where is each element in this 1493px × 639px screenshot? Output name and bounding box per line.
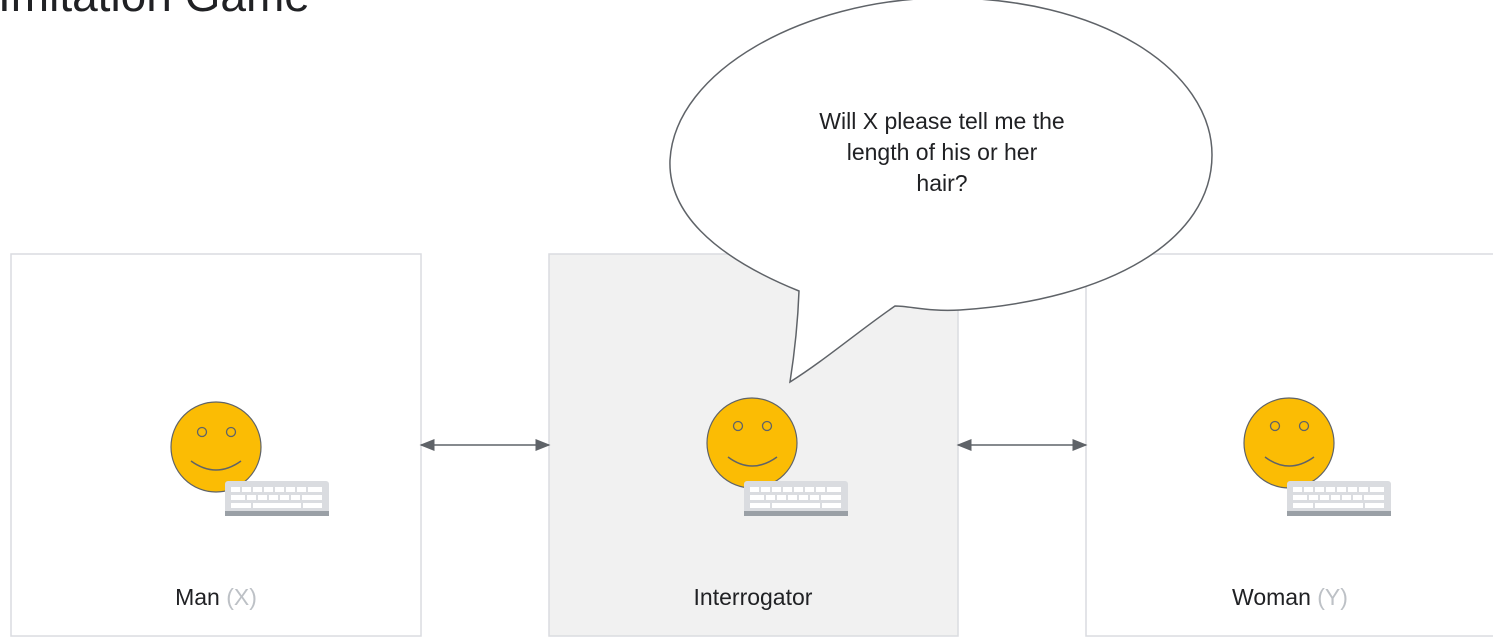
label-woman: Woman (Y) [1232, 584, 1348, 611]
participant-role: (Y) [1317, 584, 1348, 610]
interrogator-smiley-face-icon [706, 397, 798, 489]
participant-name: Interrogator [693, 584, 813, 610]
woman-keyboard-icon [1287, 481, 1391, 516]
participant-role: (X) [226, 584, 257, 610]
man-smiley-face-icon [170, 401, 262, 493]
speech-bubble [669, 0, 1213, 384]
participant-name: Man [175, 584, 220, 610]
speech-line: length of his or her [846, 139, 1038, 165]
woman-smiley-face-icon [1243, 397, 1335, 489]
label-interrogator: Interrogator [694, 584, 813, 611]
interrogator-keyboard-icon [744, 481, 848, 516]
label-man: Man (X) [175, 584, 257, 611]
participant-name: Woman [1232, 584, 1311, 610]
man-keyboard-icon [225, 481, 329, 516]
speech-bubble-text: Will X please tell me the length of his … [752, 106, 1132, 199]
diagram-title: Imitation Game [0, 0, 310, 18]
speech-line: hair? [916, 170, 968, 196]
speech-line: Will X please tell me the [819, 108, 1065, 134]
